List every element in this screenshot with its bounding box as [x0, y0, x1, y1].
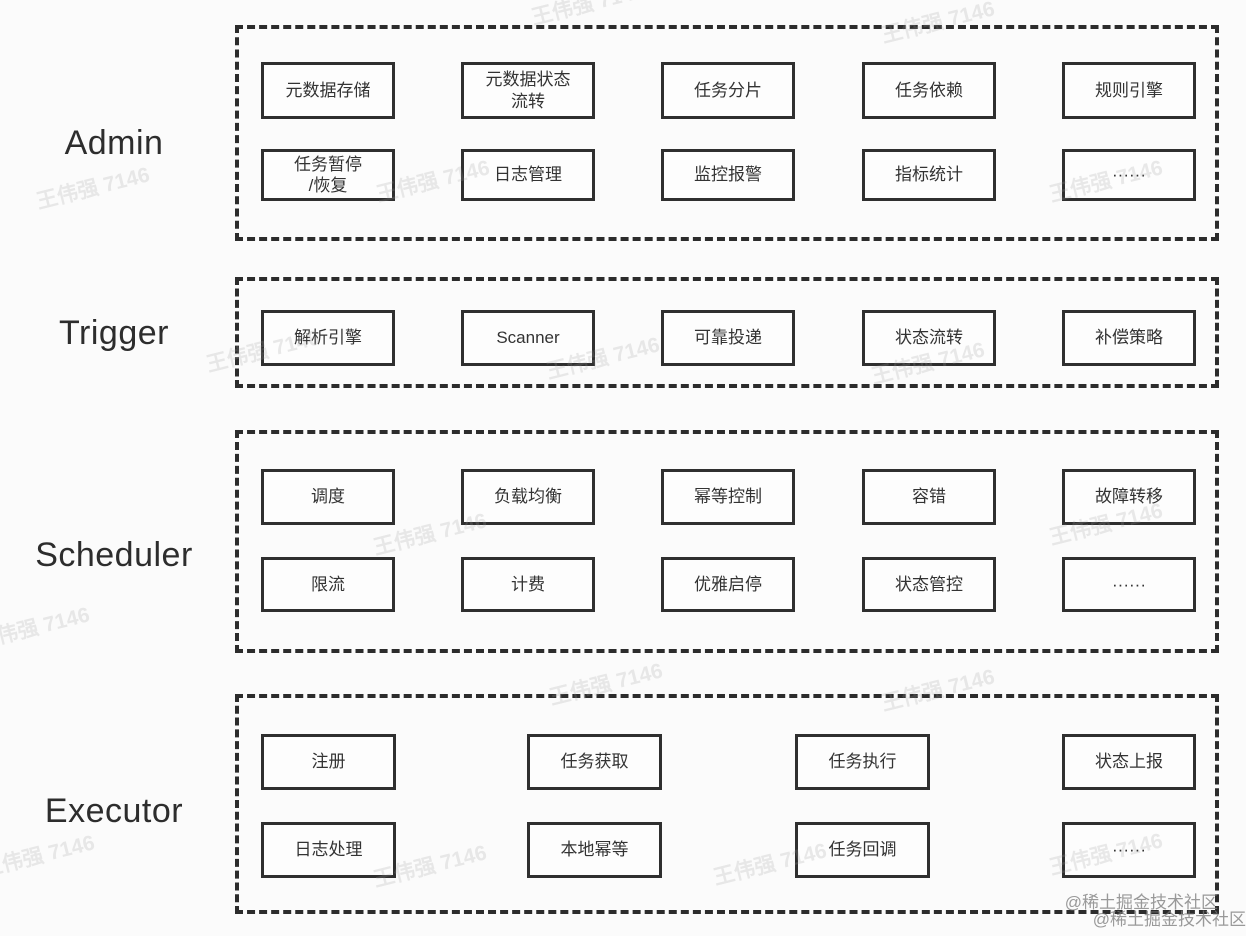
box-scheduler-more: ······: [1062, 557, 1196, 612]
box-parse-engine: 解析引擎: [261, 310, 395, 366]
box-task-fetch: 任务获取: [527, 734, 662, 790]
box-compensation-strategy: 补偿策略: [1062, 310, 1196, 366]
box-task-execution: 任务执行: [795, 734, 930, 790]
box-scheduling: 调度: [261, 469, 395, 525]
box-scanner: Scanner: [461, 310, 595, 366]
box-status-report: 状态上报: [1062, 734, 1196, 790]
community-watermark: @稀土掘金技术社区: [1064, 893, 1218, 912]
layer-label-executor: Executor: [44, 792, 184, 830]
box-log-management: 日志管理: [461, 149, 595, 201]
box-billing: 计费: [461, 557, 595, 612]
box-task-pause-resume: 任务暂停 /恢复: [261, 149, 395, 201]
box-idempotency-control: 幂等控制: [661, 469, 795, 525]
box-metrics-statistics: 指标统计: [862, 149, 996, 201]
box-reliable-delivery: 可靠投递: [661, 310, 795, 366]
layer-label-trigger: Trigger: [59, 314, 169, 352]
box-metadata-state-flow: 元数据状态 流转: [461, 62, 595, 119]
author-watermark: 王伟强 7146: [0, 831, 97, 882]
box-monitoring-alert: 监控报警: [661, 149, 795, 201]
box-task-dependency: 任务依赖: [862, 62, 996, 119]
box-failover: 故障转移: [1062, 469, 1196, 525]
box-admin-more: ······: [1062, 149, 1196, 201]
box-load-balancing: 负载均衡: [461, 469, 595, 525]
layer-container-executor: 注册 任务获取 任务执行 状态上报 日志处理 本地幂等 任务回调 ······: [235, 694, 1219, 914]
box-executor-more: ······: [1062, 822, 1196, 878]
box-rate-limiting: 限流: [261, 557, 395, 612]
box-state-management: 状态管控: [862, 557, 996, 612]
box-metadata-storage: 元数据存储: [261, 62, 395, 119]
layer-label-scheduler: Scheduler: [35, 536, 193, 574]
community-watermark: @稀土掘金技术社区: [1092, 910, 1246, 929]
box-graceful-start-stop: 优雅启停: [661, 557, 795, 612]
layer-label-admin: Admin: [64, 124, 164, 162]
box-local-idempotency: 本地幂等: [527, 822, 662, 878]
box-state-transition: 状态流转: [862, 310, 996, 366]
box-task-callback: 任务回调: [795, 822, 930, 878]
box-rule-engine: 规则引擎: [1062, 62, 1196, 119]
layer-container-trigger: 解析引擎 Scanner 可靠投递 状态流转 补偿策略: [235, 277, 1219, 388]
layer-container-admin: 元数据存储 元数据状态 流转 任务分片 任务依赖 规则引擎 任务暂停 /恢复 日…: [235, 25, 1219, 241]
layer-container-scheduler: 调度 负载均衡 幂等控制 容错 故障转移 限流 计费 优雅启停 状态管控 ···…: [235, 430, 1219, 653]
author-watermark: 王伟强 7146: [34, 163, 152, 214]
box-task-sharding: 任务分片: [661, 62, 795, 119]
author-watermark: 王伟强 7146: [0, 603, 92, 654]
box-log-processing: 日志处理: [261, 822, 396, 878]
box-fault-tolerance: 容错: [862, 469, 996, 525]
box-registration: 注册: [261, 734, 396, 790]
